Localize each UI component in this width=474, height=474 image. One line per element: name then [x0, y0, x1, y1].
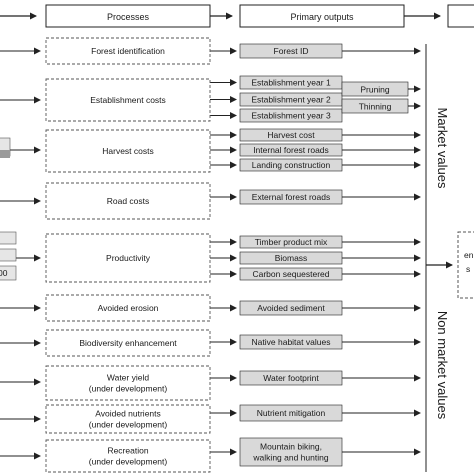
output-label-2-line-1: Establishment year 1: [251, 77, 331, 87]
output-box-11: [239, 267, 343, 281]
process-box-2: [45, 78, 211, 122]
output-label-10-line-1: Biomass: [275, 253, 308, 263]
aggregate-values-box: [457, 231, 474, 299]
process-label-8-line-1: Water yield: [107, 372, 149, 382]
output-label-15-line-1: Nutrient mitigation: [257, 408, 326, 418]
process-label-1-line-1: Forest identification: [91, 46, 165, 56]
output-label-12-line-1: Avoided sediment: [257, 303, 325, 313]
output-box-5: [239, 128, 343, 142]
output-label-16-line-1: Mountain biking,: [260, 441, 322, 451]
output-label-1-line-1: Forest ID: [274, 46, 309, 56]
output-box-8: [239, 189, 343, 205]
output-label-14-line-1: Water footprint: [263, 373, 319, 383]
output-label-7-line-1: Landing construction: [252, 160, 331, 170]
market-values-label: Market values: [435, 108, 450, 189]
process-label-10-line-2: (under development): [89, 456, 168, 466]
process-box-9: [45, 404, 211, 434]
input-fragment-text: 00: [0, 268, 8, 278]
output-label-8-line-1: External forest roads: [252, 192, 330, 202]
output-label-13-line-1: Native habitat values: [252, 337, 331, 347]
pruning-box: [341, 81, 409, 97]
input-box-productivity-a: [0, 231, 17, 245]
market-values-bracket: [425, 44, 453, 269]
process-box-3: [45, 129, 211, 173]
process-label-10-line-1: Recreation: [107, 445, 148, 455]
output-label-5-line-1: Harvest cost: [267, 130, 315, 140]
primary-outputs-header: Primary outputs: [290, 12, 354, 22]
output-label-6-line-1: Internal forest roads: [253, 145, 329, 155]
input-box-productivity-b: [0, 248, 17, 262]
thinning-label: Thinning: [359, 102, 392, 112]
output-box-7: [239, 158, 343, 172]
process-label-6-line-1: Avoided erosion: [98, 303, 159, 313]
process-box-7: [45, 329, 211, 357]
input-box-harvest-b: [0, 150, 10, 158]
process-box-4: [45, 182, 211, 220]
process-box-8: [45, 365, 211, 401]
output-box-13: [239, 334, 343, 350]
output-box-9: [239, 235, 343, 249]
non-market-values-label: Non market values: [435, 311, 450, 420]
pruning-label: Pruning: [360, 85, 390, 95]
output-label-16-line-2: walking and hunting: [252, 452, 328, 462]
output-label-3-line-1: Establishment year 2: [251, 94, 331, 104]
output-label-11-line-1: Carbon sequestered: [252, 269, 329, 279]
process-label-5-line-1: Productivity: [106, 253, 151, 263]
process-label-9-line-1: Avoided nutrients: [95, 408, 161, 418]
output-box-12: [239, 300, 343, 316]
process-label-8-line-2: (under development): [89, 383, 168, 393]
output-label-4-line-1: Establishment year 3: [251, 110, 331, 120]
output-label-9-line-1: Timber product mix: [255, 237, 328, 247]
process-label-2-line-1: Establishment costs: [90, 95, 166, 105]
output-layer: Forest ID Establishment year 1 Establishme…: [239, 43, 343, 467]
process-label-4-line-1: Road costs: [107, 196, 150, 206]
aggregate-box-text-1: en: [464, 250, 474, 260]
thinning-box: [341, 98, 409, 114]
aggregate-box-text-2: s: [466, 264, 470, 274]
output-box-1: [239, 43, 343, 59]
process-box-6: [45, 294, 211, 322]
output-box-6: [239, 143, 343, 157]
output-box-16: [239, 437, 343, 467]
process-box-10: [45, 439, 211, 473]
output-box-4: [239, 108, 343, 123]
process-label-3-line-1: Harvest costs: [102, 146, 154, 156]
process-label-9-line-2: (under development): [89, 419, 168, 429]
right-header-box: [447, 4, 474, 28]
process-box-1: [45, 37, 211, 65]
process-box-5: [45, 233, 211, 283]
processes-header: Processes: [107, 12, 150, 22]
output-box-14: [239, 370, 343, 386]
process-label-7-line-1: Biodiversity enhancement: [79, 338, 177, 348]
input-box-productivity-c: [0, 265, 17, 281]
output-box-15: [239, 404, 343, 422]
output-box-10: [239, 251, 343, 265]
